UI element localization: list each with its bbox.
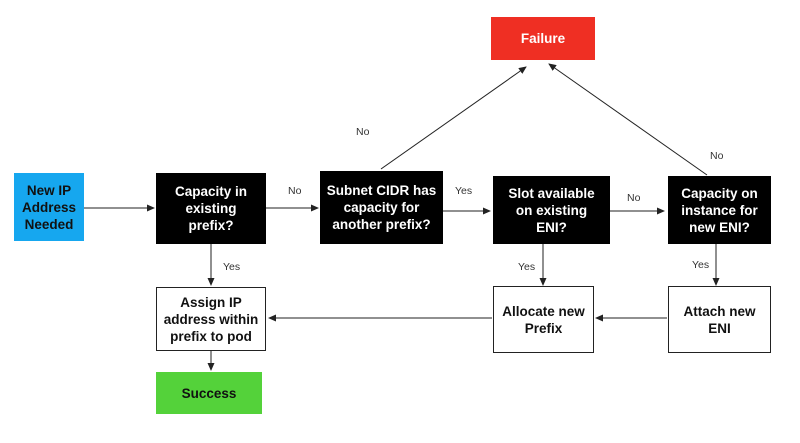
label-subnet-no: No: [356, 126, 370, 138]
node-allocate-new-prefix: Allocate new Prefix: [493, 286, 594, 353]
arrow-subnet-to-failure: [380, 66, 527, 170]
label-instance-no: No: [710, 150, 724, 162]
node-success: Success: [156, 372, 262, 414]
node-subnet-cidr-capacity: Subnet CIDR has capacity for another pre…: [320, 171, 443, 244]
label-capacity-no: No: [288, 185, 302, 197]
label-slot-no: No: [627, 192, 641, 204]
node-slot-available-on-eni: Slot available on existing ENI?: [493, 176, 610, 244]
label-instance-yes: Yes: [692, 259, 710, 271]
label-subnet-yes: Yes: [455, 185, 473, 197]
node-failure: Failure: [491, 17, 595, 60]
label-slot-yes: Yes: [518, 261, 536, 273]
label-capacity-yes: Yes: [223, 261, 241, 273]
node-new-ip-address-needed: New IP Address Needed: [14, 173, 84, 241]
node-assign-ip-address: Assign IP address within prefix to pod: [156, 287, 266, 351]
node-capacity-on-instance: Capacity on instance for new ENI?: [668, 176, 771, 244]
node-attach-new-eni: Attach new ENI: [668, 286, 771, 353]
arrow-instance-to-failure: [548, 63, 708, 176]
node-capacity-in-existing-prefix: Capacity in existing prefix?: [156, 173, 266, 244]
